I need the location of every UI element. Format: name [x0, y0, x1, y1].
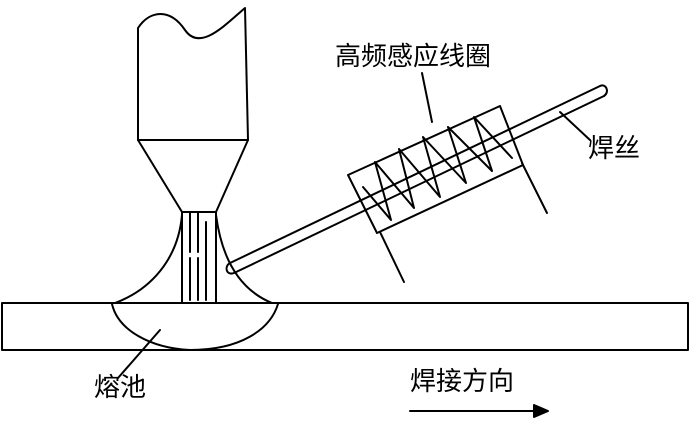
- coil-label: 高频感应线圈: [335, 42, 492, 72]
- pool-leader: [117, 329, 161, 379]
- coil-housing: [347, 105, 524, 234]
- coil-lead-right: [521, 162, 548, 214]
- torch-body: [137, 7, 249, 141]
- coil-winding: [362, 116, 513, 221]
- wire-label: 焊丝: [588, 134, 641, 164]
- wire-line-top: [229, 85, 601, 264]
- arc-flare-right: [215, 214, 273, 304]
- molten-pool: [111, 303, 279, 351]
- arc-flare-left: [114, 214, 183, 304]
- coil-lead-left: [379, 231, 405, 283]
- pool-label: 熔池: [94, 373, 147, 403]
- torch-nozzle: [137, 139, 249, 213]
- wire-leader: [559, 111, 591, 141]
- workpiece-plate: [1, 302, 689, 351]
- direction-arrow-head: [533, 404, 549, 418]
- wire-line-bottom: [233, 95, 605, 274]
- wire-tip-end: [225, 262, 235, 275]
- coil-leader: [421, 72, 433, 123]
- direction-label: 焊接方向: [410, 367, 515, 397]
- wire-far-end: [599, 84, 608, 97]
